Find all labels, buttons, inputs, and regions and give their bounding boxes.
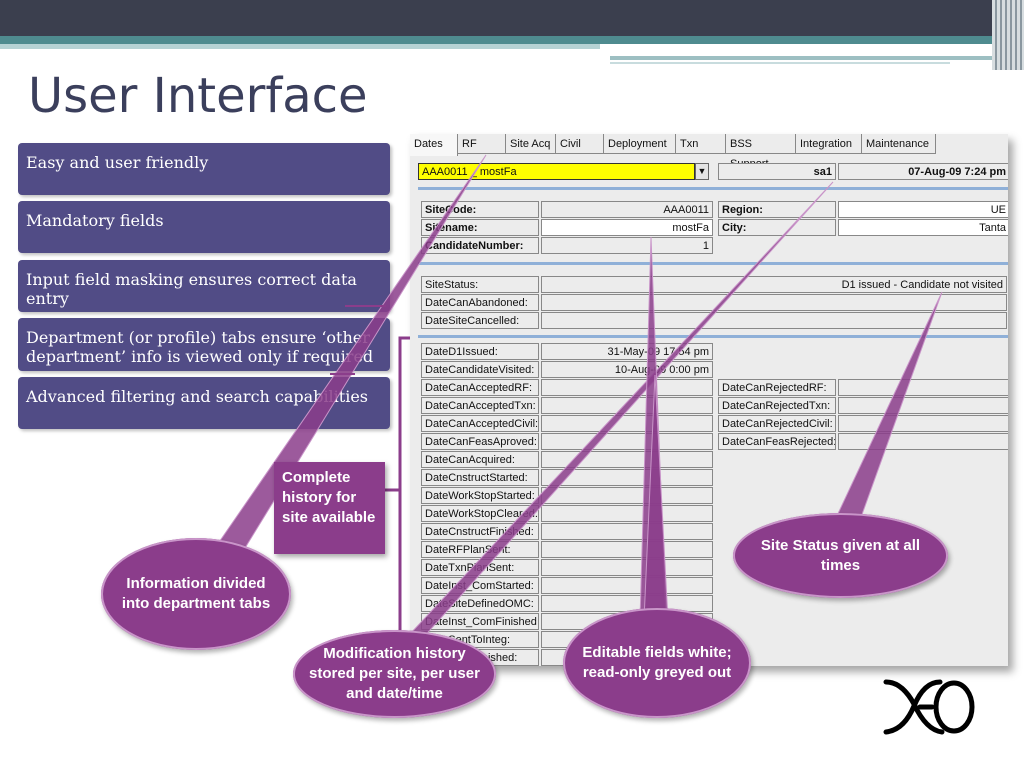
tab-dates[interactable]: Dates: [410, 134, 458, 156]
city-label: City:: [718, 219, 836, 236]
section-divider: [418, 187, 1008, 190]
site-name-field[interactable]: mostFa: [541, 219, 713, 236]
slide-title: User Interface: [28, 68, 368, 124]
bullet-department-tabs: Department (or profile) tabs ensure ‘oth…: [18, 318, 390, 371]
callout-editable: Editable fields white; read-only greyed …: [563, 608, 751, 718]
date-field-label: DateWorkStopStarted:: [421, 487, 539, 504]
rejected-field-label: DateCanRejectedCivil:: [718, 415, 836, 432]
date-field-value: [541, 577, 713, 594]
tab-txn[interactable]: Txn: [676, 134, 726, 154]
bullet-masking: Input field masking ensures correct data…: [18, 260, 390, 312]
section-divider: [418, 262, 1008, 265]
date-field-value: [541, 433, 713, 450]
current-user: sa1: [718, 163, 836, 180]
app-window: Dates RF Site Acq Civil Deployment Txn B…: [410, 134, 1008, 666]
callout-modification: Modification history stored per site, pe…: [293, 630, 496, 718]
date-field-value: [541, 415, 713, 432]
tab-site-acq[interactable]: Site Acq: [506, 134, 556, 154]
pointer-status: [834, 291, 943, 521]
date-field-label: DateD1Issued:: [421, 343, 539, 360]
rejected-field-label: DateCanRejectedRF:: [718, 379, 836, 396]
top-bar: [0, 0, 1024, 36]
date-site-cancelled-label: DateSiteCancelled:: [421, 312, 539, 329]
tab-maintenance[interactable]: Maintenance: [862, 134, 936, 154]
bullet-easy: Easy and user friendly: [18, 143, 390, 195]
region-field[interactable]: UE: [838, 201, 1008, 218]
tab-integration[interactable]: Integration: [796, 134, 862, 154]
rejected-field-label: DateCanRejectedTxn:: [718, 397, 836, 414]
date-field-value: [541, 469, 713, 486]
site-selector-combo[interactable]: AAA0011 _ mostFa: [418, 163, 695, 180]
date-field-label: DateWorkStopCleared:: [421, 505, 539, 522]
rejected-field-label: DateCanFeasRejected:: [718, 433, 836, 450]
site-status-label: SiteStatus:: [421, 276, 539, 293]
date-field-label: DateCnstructStarted:: [421, 469, 539, 486]
corner-decoration: [992, 0, 1024, 70]
city-field[interactable]: Tanta: [838, 219, 1008, 236]
date-field-label: DateCandidateVisited:: [421, 361, 539, 378]
date-field-label: DateCanAcceptedCivil:: [421, 415, 539, 432]
site-code-field: AAA0011: [541, 201, 713, 218]
date-field-value: [541, 541, 713, 558]
candidate-number-field: 1: [541, 237, 713, 254]
date-can-abandoned-field: [541, 294, 1007, 311]
accent-stripe: [0, 36, 1024, 44]
date-field-label: DateCanFeasAproved:: [421, 433, 539, 450]
date-field-label: DateInst_ComFinished: [421, 613, 539, 630]
date-field-label: DateCanAcceptedTxn:: [421, 397, 539, 414]
accent-stripe-right-thin: [610, 62, 950, 64]
accent-stripe-light: [0, 44, 600, 49]
tab-rf[interactable]: RF: [458, 134, 506, 154]
history-bracket: [398, 336, 410, 642]
chevron-down-icon[interactable]: ▼: [695, 163, 709, 180]
accent-stripe-right: [610, 56, 1024, 60]
date-field-value: [541, 505, 713, 522]
tab-deployment[interactable]: Deployment: [604, 134, 676, 154]
candidate-number-label: CandidateNumber:: [421, 237, 539, 254]
date-field-label: DateInst_ComStarted:: [421, 577, 539, 594]
date-field-label: DateCanAcceptedRF:: [421, 379, 539, 396]
date-field-value: [541, 559, 713, 576]
date-can-abandoned-label: DateCanAbandoned:: [421, 294, 539, 311]
section-divider: [418, 335, 1008, 338]
date-site-cancelled-field: [541, 312, 1007, 329]
callout-status: Site Status given at all times: [733, 513, 948, 598]
rejected-field-value: [838, 379, 1008, 396]
region-label: Region:: [718, 201, 836, 218]
tab-civil[interactable]: Civil: [556, 134, 604, 154]
callout-history: Complete history for site available: [274, 462, 385, 554]
rejected-field-value: [838, 397, 1008, 414]
logo-text: XO: [880, 739, 882, 740]
date-field-value: [541, 523, 713, 540]
current-datetime: 07-Aug-09 7:24 pm: [838, 163, 1008, 180]
site-status-field: D1 issued - Candidate not visited: [541, 276, 1007, 293]
date-field-value: [541, 379, 713, 396]
date-field-label: DateCanAcquired:: [421, 451, 539, 468]
callout-departments: Information divided into department tabs: [101, 538, 291, 650]
company-logo: XO: [880, 679, 975, 740]
bullet-mandatory: Mandatory fields: [18, 201, 390, 253]
